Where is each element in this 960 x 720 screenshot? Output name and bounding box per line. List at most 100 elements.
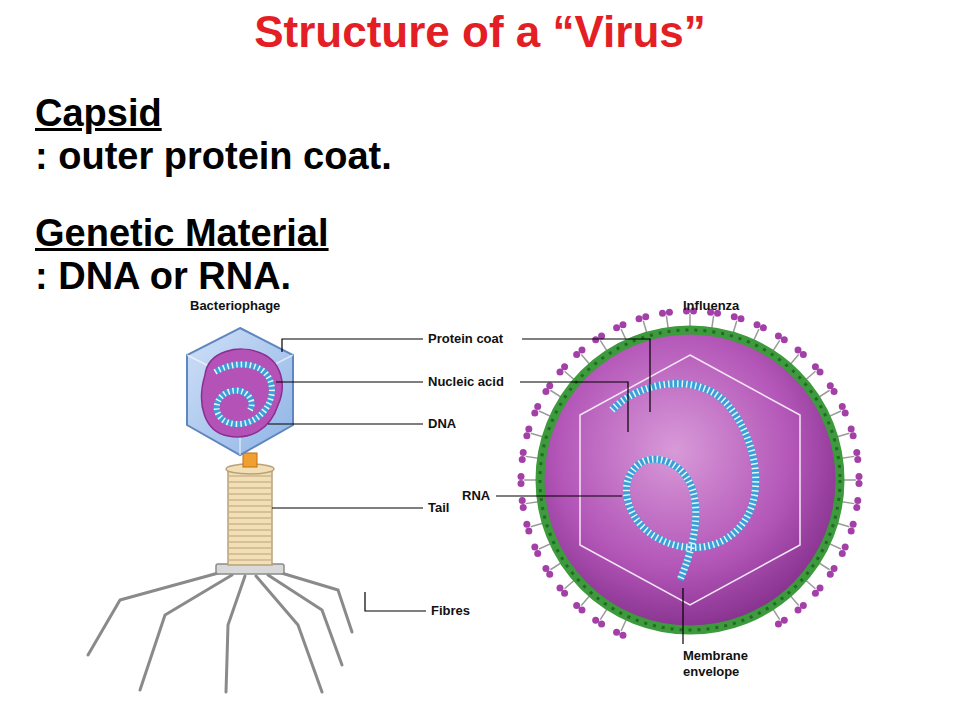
spike-knob [812,590,819,597]
spike-knob [619,632,626,639]
spike-knob [853,449,860,456]
spike-knob [561,590,568,597]
spike-knob [523,521,530,528]
spike-knob [731,313,738,320]
spike-knob [775,621,782,628]
tail-ring [229,529,271,530]
spike-knob [781,336,788,343]
spike-knob [619,321,626,328]
term: Capsid [35,92,392,135]
definition: : DNA or RNA. [35,255,329,298]
spike-knob [827,571,834,578]
spike-knob [854,497,861,504]
spike-knob [525,527,532,534]
fibre [140,575,232,690]
leader-line [522,339,650,412]
rna-strand [612,384,756,580]
spike-knob [795,607,802,614]
text-line: Genetic Material: DNA or RNA. [35,212,329,298]
part-label: RNA [462,488,490,504]
part-label: Bacteriophage [190,298,280,314]
spike-knob [839,403,846,410]
neck [243,453,257,467]
leader-line [682,588,683,644]
tail-ring [229,559,271,560]
part-label: Tail [428,500,449,516]
spike-knob [839,550,846,557]
leader-lines [268,339,683,644]
spike-knob [534,403,541,410]
spike-knob [556,368,563,375]
definition: : outer protein coat. [35,135,392,178]
tail-ring [229,505,271,506]
spike-knob [546,382,553,389]
tail-ring [229,517,271,518]
spike-knob [556,585,563,592]
part-label: DNA [428,416,456,432]
spike-knob [666,309,673,316]
spike-knob [518,480,525,487]
leader-line [272,507,423,508]
spike-knob [531,409,538,416]
envelope-texture [540,330,840,630]
spike-knob [573,602,580,609]
spike-knob [642,313,649,320]
spike-knob [850,432,857,439]
spike-knob [817,585,824,592]
part-label: Nucleic acid [428,374,504,390]
text-line: Capsid: outer protein coat. [35,92,392,178]
spike-knob [856,480,863,487]
spike-knob [519,456,526,463]
spike-knob [542,565,549,572]
spike-knob [856,473,863,480]
tail-ring [229,511,271,512]
tail-ring [229,493,271,494]
spike-knob [519,497,526,504]
tail-ring [229,523,271,524]
spike-knob [853,504,860,511]
spike-knob [613,629,620,636]
part-label: Membrane envelope [683,648,773,679]
tail-ring [229,481,271,482]
spike-knob [598,621,605,628]
spike-knob [659,310,666,317]
tail-fibres [88,572,352,692]
leader-line [276,381,423,382]
spike-knob [827,382,834,389]
spike-knob [848,426,855,433]
surface-spikes [518,308,863,639]
flu-capsid [580,355,800,605]
fibre [278,572,352,632]
spike-knob [781,617,788,624]
spike-knob [523,432,530,439]
tail-ring [229,541,271,542]
tail-ring [229,553,271,554]
tail-ring [229,535,271,536]
spike-knob [850,521,857,528]
tail-ring [229,487,271,488]
rna-rungs [612,384,756,580]
spike-knob [520,449,527,456]
spike-knob [534,550,541,557]
spike-knob [531,544,538,551]
spike-knob [573,351,580,358]
part-label: Fibres [431,603,470,619]
spike-knob [598,332,605,339]
tail-ring [229,475,271,476]
spike-knob [561,363,568,370]
tail-ring [229,499,271,500]
leader-line [282,339,423,352]
tail-ring [229,547,271,548]
spike-knob [518,473,525,480]
spike-knob [842,409,849,416]
spike-knob [842,544,849,551]
spike-knob [525,426,532,433]
spike-knob [831,388,838,395]
spike-knob [520,504,527,511]
spike-knob [775,332,782,339]
tail-rings [229,476,271,560]
spike-knob [812,363,819,370]
spike-knob [546,571,553,578]
leader-line [268,423,423,424]
